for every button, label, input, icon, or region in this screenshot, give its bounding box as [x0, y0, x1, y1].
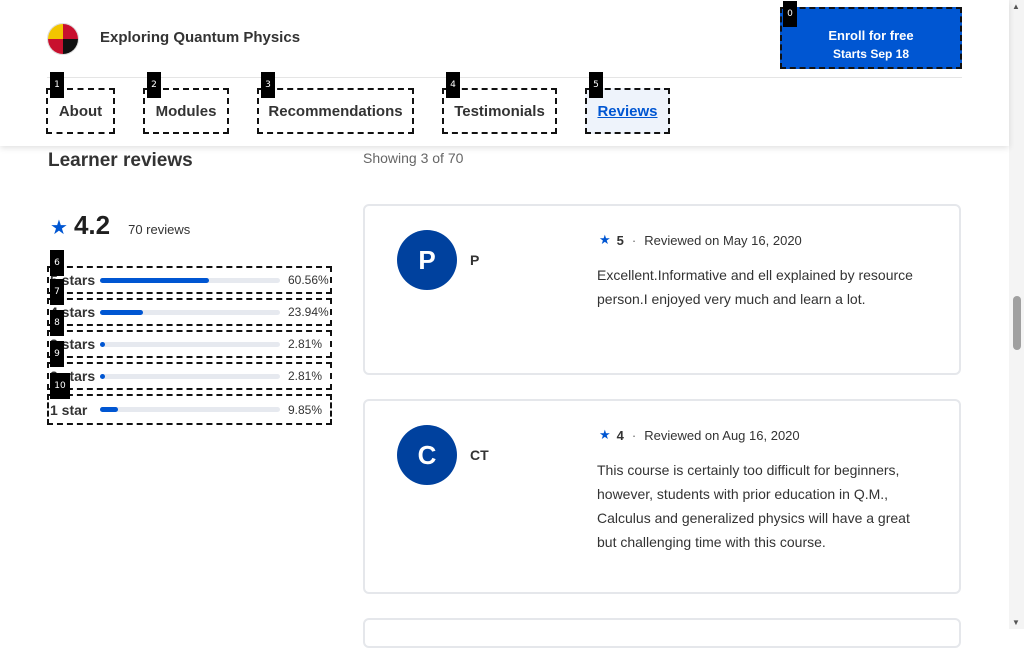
- tab-testimonials[interactable]: Testimonials: [442, 88, 557, 134]
- rating-bar-fill: [100, 373, 106, 379]
- review-card: [363, 618, 961, 648]
- section-title: Learner reviews: [48, 150, 193, 171]
- review-date: Reviewed on Aug 16, 2020: [644, 427, 800, 443]
- showing-count: Showing 3 of 70: [363, 150, 464, 166]
- rating-bar-fill: [100, 277, 209, 283]
- marker-badge: 8: [50, 310, 64, 336]
- rating-filter-1[interactable]: 1 star 9.85%: [47, 394, 332, 425]
- scrollbar-thumb[interactable]: [1013, 296, 1021, 350]
- rating-filter-3[interactable]: 3 stars 2.81%: [47, 330, 332, 358]
- scroll-down-icon[interactable]: ▼: [1012, 618, 1020, 627]
- rating-percent: 9.85%: [288, 402, 323, 417]
- course-title: Exploring Quantum Physics: [100, 29, 301, 46]
- rating-percent: 2.81%: [288, 369, 323, 383]
- rating-value: 4.2: [73, 210, 111, 240]
- avatar: C: [397, 425, 457, 485]
- rating-bar: [100, 277, 280, 283]
- review-text: Excellent.Informative and ell explained …: [597, 267, 913, 307]
- rating-bar: [100, 407, 280, 412]
- review-text: This course is certainly too difficult f…: [597, 462, 910, 550]
- marker-badge: 6: [50, 250, 64, 276]
- rating-filter-2[interactable]: 2 stars 2.81%: [47, 362, 332, 390]
- tab-about[interactable]: About: [46, 88, 115, 134]
- rating-bar: [100, 373, 280, 379]
- course-header: Exploring Quantum Physics Enroll for fre…: [0, 0, 1009, 146]
- tab-recommendations[interactable]: Recommendations: [257, 88, 414, 134]
- marker-badge: 7: [50, 279, 64, 305]
- rating-percent: 2.81%: [288, 337, 323, 351]
- enroll-label: Enroll for free: [828, 27, 914, 43]
- star-icon: ★: [50, 217, 68, 239]
- review-date: Reviewed on May 16, 2020: [644, 232, 802, 248]
- review-rating: 5: [616, 232, 624, 248]
- separator-dot: ·: [631, 232, 637, 248]
- rating-percent: 23.94%: [288, 305, 329, 319]
- rating-filter-5[interactable]: 5 stars 60.56%: [47, 266, 332, 294]
- marker-badge: 3: [261, 72, 275, 98]
- marker-badge: 0: [783, 1, 797, 27]
- rating-bar: [100, 309, 280, 315]
- rating-bar: [100, 341, 280, 347]
- separator-dot: ·: [631, 427, 637, 443]
- enroll-button[interactable]: Enroll for free Starts Sep 18: [780, 7, 962, 69]
- review-meta: ★ 4 · Reviewed on Aug 16, 2020: [599, 427, 800, 443]
- page-scrollbar[interactable]: ▲ ▼: [1009, 0, 1024, 629]
- reviewer-name: CT: [470, 447, 489, 463]
- rating-bar-fill: [100, 407, 118, 412]
- star-icon: ★: [599, 427, 611, 442]
- marker-badge: 2: [147, 72, 161, 98]
- reviewer-name: P: [470, 252, 480, 268]
- scroll-up-icon[interactable]: ▲: [1012, 2, 1020, 11]
- overall-rating: ★ 4.2 70 reviews: [50, 210, 190, 241]
- rating-label: 1 star: [50, 401, 88, 418]
- review-card: P P ★ 5 · Reviewed on May 16, 2020 Excel…: [363, 204, 961, 375]
- marker-badge: 9: [50, 341, 64, 367]
- university-logo[interactable]: [47, 23, 79, 55]
- review-count: 70 reviews: [128, 222, 191, 237]
- star-icon: ★: [599, 232, 611, 247]
- rating-filter-4[interactable]: 4 stars 23.94%: [47, 298, 332, 326]
- rating-bar-fill: [100, 309, 144, 315]
- review-rating: 4: [616, 427, 624, 443]
- marker-badge: 5: [589, 72, 603, 98]
- marker-badge: 4: [446, 72, 460, 98]
- marker-badge: 10: [50, 373, 70, 399]
- marker-badge: 1: [50, 72, 64, 98]
- review-card: C CT ★ 4 · Reviewed on Aug 16, 2020 This…: [363, 399, 961, 594]
- enroll-start-date: Starts Sep 18: [832, 46, 910, 61]
- tab-modules[interactable]: Modules: [143, 88, 229, 134]
- rating-percent: 60.56%: [288, 273, 329, 287]
- header-divider: [47, 77, 962, 78]
- review-meta: ★ 5 · Reviewed on May 16, 2020: [599, 232, 802, 248]
- tab-reviews[interactable]: Reviews: [585, 88, 670, 134]
- avatar: P: [397, 230, 457, 290]
- rating-bar-fill: [100, 341, 106, 347]
